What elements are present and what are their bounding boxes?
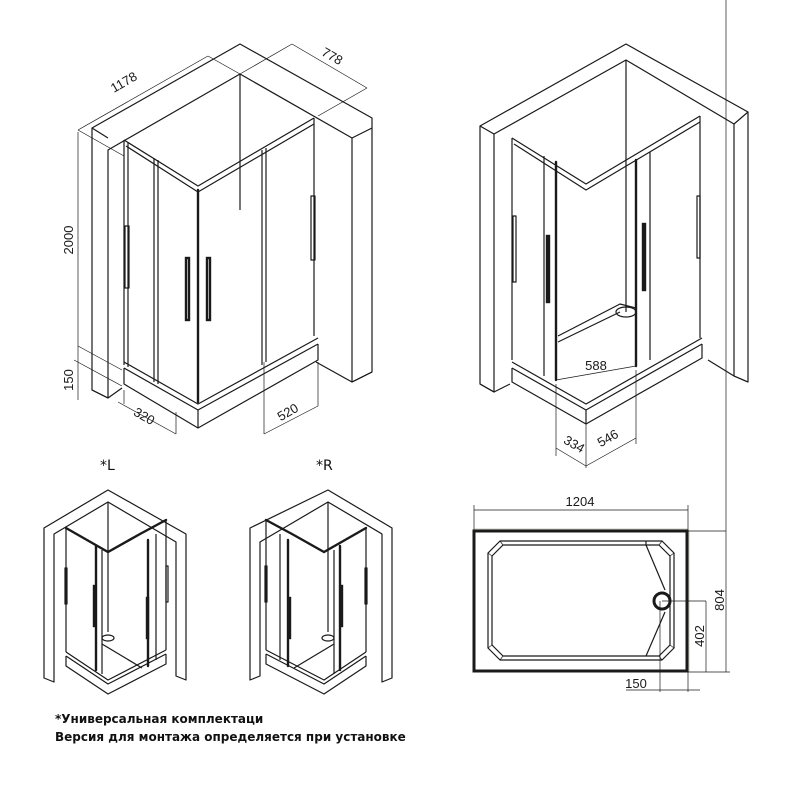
handle-icon <box>124 225 130 289</box>
open-enclosure-view <box>479 43 749 468</box>
dim-diagonal-entry: 588 <box>585 358 607 373</box>
handle-icon <box>205 256 212 322</box>
drain-icon <box>615 306 637 318</box>
dim-depth: 778 <box>319 44 345 68</box>
handle-icon <box>512 215 517 283</box>
dim-opening-right: 520 <box>275 400 301 424</box>
handle-icon <box>696 195 701 259</box>
handle-icon <box>641 222 647 292</box>
dim-opening-left: 320 <box>131 404 157 428</box>
handle-icon <box>545 234 551 304</box>
dim-open-right: 546 <box>595 426 621 450</box>
left-variant-view <box>43 489 187 695</box>
wall-outline <box>91 43 373 399</box>
right-variant-view <box>249 489 393 695</box>
dim-drain-y: 402 <box>692 625 707 647</box>
variant-right-label: *R <box>316 458 333 474</box>
dim-tray-width: 1204 <box>566 494 595 509</box>
note-line-2: Версия для монтажа определяется при уста… <box>55 730 406 744</box>
handle-icon <box>184 256 191 322</box>
note-line-1: *Универсальная комплектаци <box>55 712 264 726</box>
variant-left-label: *L <box>100 458 115 474</box>
tray-plan-view <box>472 0 730 692</box>
dim-open-left: 334 <box>561 432 587 456</box>
main-enclosure-view <box>73 43 373 435</box>
dim-height: 2000 <box>61 226 76 255</box>
dim-drain-x: 150 <box>625 676 647 691</box>
wall-outline <box>479 43 749 393</box>
dim-tray-height: 150 <box>61 369 76 391</box>
dim-width: 1178 <box>108 69 140 96</box>
dim-tray-depth: 804 <box>712 589 727 611</box>
handle-icon <box>310 195 316 261</box>
